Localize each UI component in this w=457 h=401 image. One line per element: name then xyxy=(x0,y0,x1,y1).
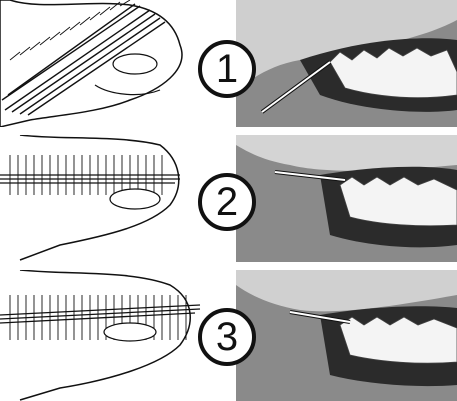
step-panel-3: 3 xyxy=(0,270,457,397)
tooth-outline-2 xyxy=(110,189,160,209)
step-panel-1: 1 xyxy=(0,0,457,127)
step-number: 1 xyxy=(216,49,238,89)
step-panel-2: 2 xyxy=(0,135,457,262)
step-number: 2 xyxy=(216,182,238,222)
step-number-badge: 3 xyxy=(198,308,256,366)
tooth-outline-3 xyxy=(104,323,156,341)
step-number-badge: 1 xyxy=(198,40,256,98)
step-number: 3 xyxy=(216,317,238,357)
step-number-badge: 2 xyxy=(198,173,256,231)
tooth-outline-1 xyxy=(113,54,157,74)
